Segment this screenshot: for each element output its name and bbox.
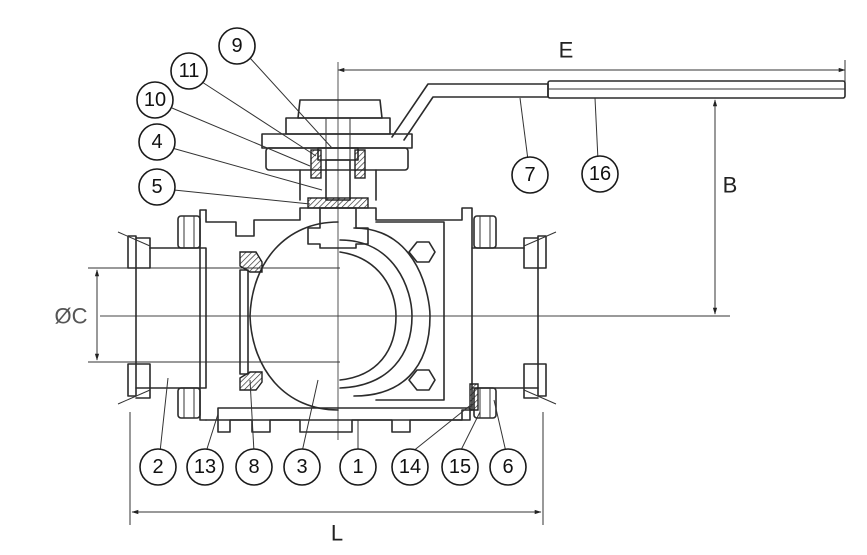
callout-11: 11 [170,52,208,90]
svg-text:7: 7 [524,164,535,186]
svg-text:6: 6 [502,456,513,478]
callout-4: 4 [138,123,176,161]
dimension-e-label: E [559,38,574,63]
svg-text:9: 9 [231,35,242,57]
svg-text:15: 15 [449,456,471,478]
svg-text:4: 4 [151,131,162,153]
svg-text:5: 5 [151,176,162,198]
dimension-b [554,97,730,317]
svg-text:13: 13 [194,456,216,478]
svg-text:10: 10 [144,89,166,111]
seat [239,251,263,391]
svg-text:1: 1 [352,456,363,478]
callout-9: 9 [218,27,256,65]
callout-16: 16 [581,155,619,193]
callout-14: 14 [391,448,429,486]
callout-2: 2 [139,448,177,486]
callout-6: 6 [489,448,527,486]
callout-5: 5 [138,168,176,206]
stem [299,159,377,249]
stem-top [261,99,413,179]
dimension-c-label: ØC [55,304,88,329]
svg-text:2: 2 [152,456,163,478]
callout-13: 13 [186,448,224,486]
svg-text:11: 11 [179,60,200,82]
callout-15: 15 [441,448,479,486]
valve-body [199,207,473,433]
svg-text:16: 16 [589,163,611,185]
callout-7: 7 [511,156,549,194]
handle [391,80,846,141]
callout-8: 8 [235,448,273,486]
callout-1: 1 [339,448,377,486]
svg-text:8: 8 [248,456,259,478]
dimension-l-label: L [331,521,343,546]
dimension-c [88,267,340,363]
dimension-e [337,60,846,90]
leader-lines [159,57,599,453]
centerlines [100,62,560,440]
svg-text:14: 14 [399,456,421,478]
left-end-cap [117,215,207,419]
dimension-b-label: B [723,173,738,198]
dimension-l [129,412,544,525]
callout-10: 10 [136,81,174,119]
svg-text:3: 3 [296,456,307,478]
callout-3: 3 [283,448,321,486]
right-end-cap [469,215,557,419]
